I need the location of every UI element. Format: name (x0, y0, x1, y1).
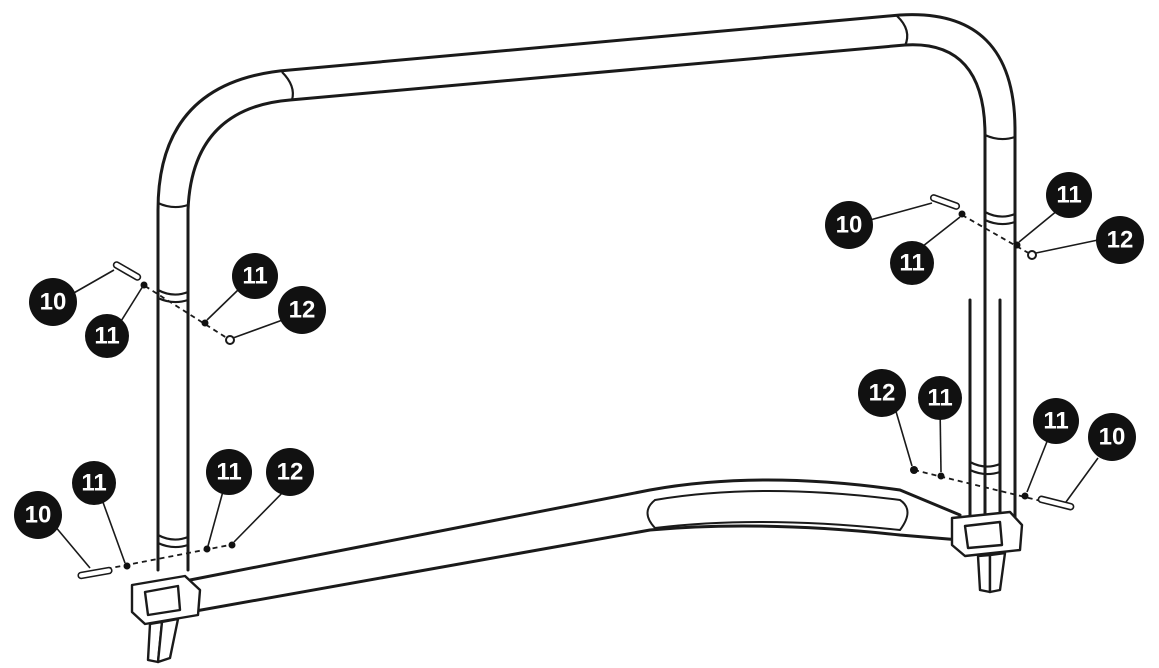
svg-text:11: 11 (1056, 182, 1081, 209)
badge-11: 11 (890, 241, 934, 285)
svg-text:11: 11 (1043, 408, 1068, 435)
leader-lines (53, 202, 1099, 569)
badge-12: 12 (858, 369, 906, 417)
svg-text:11: 11 (216, 459, 241, 486)
bottom-crossbar (188, 478, 962, 614)
badge-11: 11 (918, 376, 962, 420)
left-base-bracket (130, 574, 202, 664)
svg-text:11: 11 (899, 250, 924, 277)
svg-text:11: 11 (242, 263, 267, 290)
top-arch-tube (156, 13, 1017, 572)
right-base-bracket (950, 510, 1024, 594)
hardware-right-upper (929, 194, 1037, 260)
badge-11: 11 (1046, 172, 1092, 218)
svg-text:11: 11 (94, 323, 119, 350)
hardware-left-upper (112, 261, 235, 345)
svg-text:11: 11 (927, 385, 952, 412)
badge-10: 10 (1088, 413, 1136, 461)
badge-12: 12 (278, 286, 326, 334)
svg-text:10: 10 (25, 502, 52, 529)
badge-12: 12 (1096, 216, 1144, 264)
hardware-right-lower (910, 466, 1075, 511)
svg-text:10: 10 (1099, 424, 1126, 451)
badge-11: 11 (72, 461, 116, 505)
badge-11: 11 (232, 253, 278, 299)
badge-10: 10 (29, 278, 77, 326)
badge-11: 11 (85, 314, 129, 358)
badge-12: 12 (266, 448, 314, 496)
svg-text:12: 12 (289, 297, 316, 324)
svg-text:11: 11 (81, 470, 106, 497)
svg-text:12: 12 (1107, 227, 1134, 254)
svg-text:10: 10 (40, 289, 67, 316)
badge-10: 10 (825, 201, 873, 249)
svg-text:12: 12 (277, 459, 304, 486)
badge-10: 10 (14, 491, 62, 539)
svg-text:12: 12 (869, 380, 896, 407)
badge-11: 11 (1033, 398, 1079, 444)
hardware-left-lower (77, 541, 236, 580)
badge-11: 11 (206, 449, 252, 495)
svg-text:10: 10 (836, 212, 863, 239)
